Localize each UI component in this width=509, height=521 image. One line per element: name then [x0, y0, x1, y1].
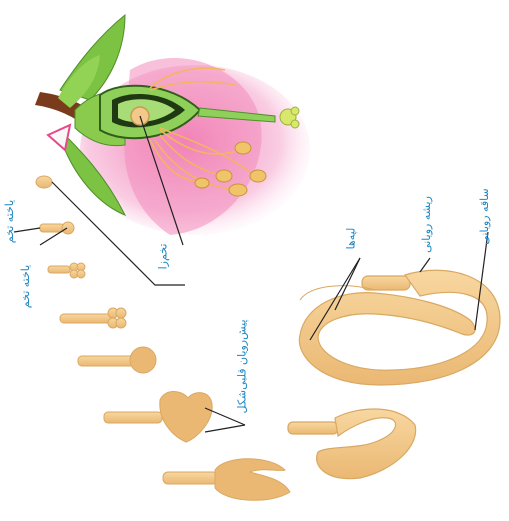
petal-cut [48, 125, 70, 150]
stage-zygote [36, 176, 52, 188]
stage-globular [78, 356, 136, 366]
flower-illustration [35, 15, 310, 235]
stage-proembryo [48, 266, 70, 273]
label-embryo-division: یاخته تخم [19, 265, 32, 308]
stage-suspensor [60, 314, 112, 323]
curved-embryo-small [317, 409, 416, 479]
label-embryo-sac: تخم‌زا [156, 244, 169, 270]
label-zygote: یاخته تخم [3, 200, 16, 243]
stage-torpedo [163, 472, 218, 484]
curved-embryo-small-axis [288, 422, 338, 434]
label-heart-stage: پیش‌رویان قلبی‌شکل [236, 319, 249, 413]
mature-embryos [288, 270, 500, 478]
line-heart-b [205, 425, 245, 432]
label-cotyledons: لپه‌ها [344, 228, 357, 250]
large-embryo-axis [362, 276, 410, 290]
stage-heart [104, 412, 162, 423]
label-hypocotyl: ساقه رویانی [478, 188, 491, 245]
label-radicle: ریشه رویانی [420, 196, 433, 253]
stage-two-cell [40, 224, 64, 232]
